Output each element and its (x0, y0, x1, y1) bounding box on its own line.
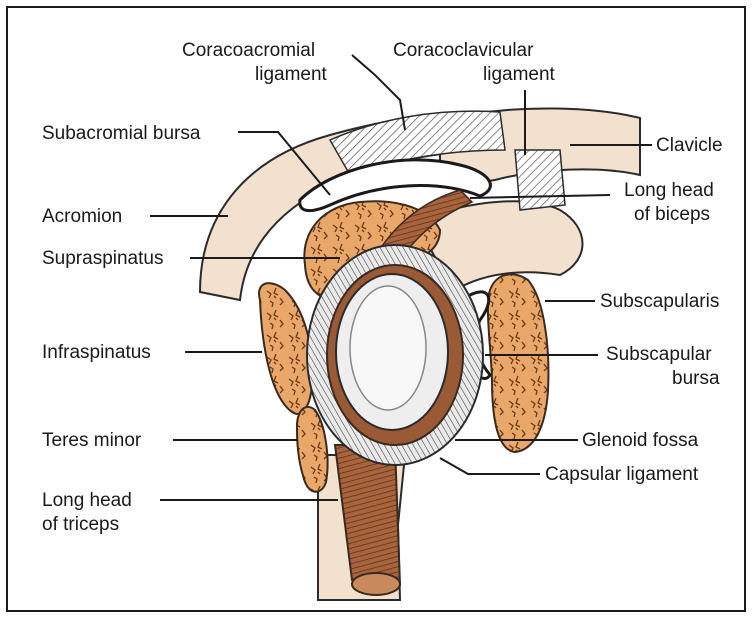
infraspinatus-muscle (259, 283, 313, 414)
label-subscapular-bursa-1: Subscapular (606, 344, 712, 365)
label-subscapular-bursa-2: bursa (672, 368, 720, 389)
label-acromion: Acromion (42, 206, 122, 227)
label-long-head-biceps-1: Long head (624, 180, 714, 201)
label-glenoid-fossa: Glenoid fossa (582, 430, 699, 451)
label-coracoacromial-ligament-2: ligament (255, 64, 328, 85)
label-coracoacromial-ligament-1: Coracoacromial (182, 40, 315, 61)
label-long-head-triceps-1: Long head (42, 490, 132, 511)
label-long-head-triceps-2: of triceps (42, 514, 119, 535)
triceps-cut-end (352, 573, 400, 595)
label-teres-minor: Teres minor (42, 430, 142, 451)
subscapularis-muscle (488, 274, 549, 452)
glenoid-fossa-inner (350, 286, 426, 410)
label-clavicle: Clavicle (656, 135, 723, 156)
label-supraspinatus: Supraspinatus (42, 248, 163, 269)
label-coracoclavicular-ligament-1: Coracoclavicular (393, 40, 534, 61)
label-capsular-ligament: Capsular ligament (545, 464, 699, 485)
label-coracoclavicular-ligament-2: ligament (483, 64, 556, 85)
leader-capsular (440, 458, 540, 474)
coracoclavicular-ligament-band (515, 150, 565, 210)
label-subscapularis: Subscapularis (600, 291, 719, 312)
label-subacromial-bursa: Subacromial bursa (42, 123, 201, 144)
label-infraspinatus: Infraspinatus (42, 342, 151, 363)
label-long-head-biceps-2: of biceps (634, 204, 710, 225)
